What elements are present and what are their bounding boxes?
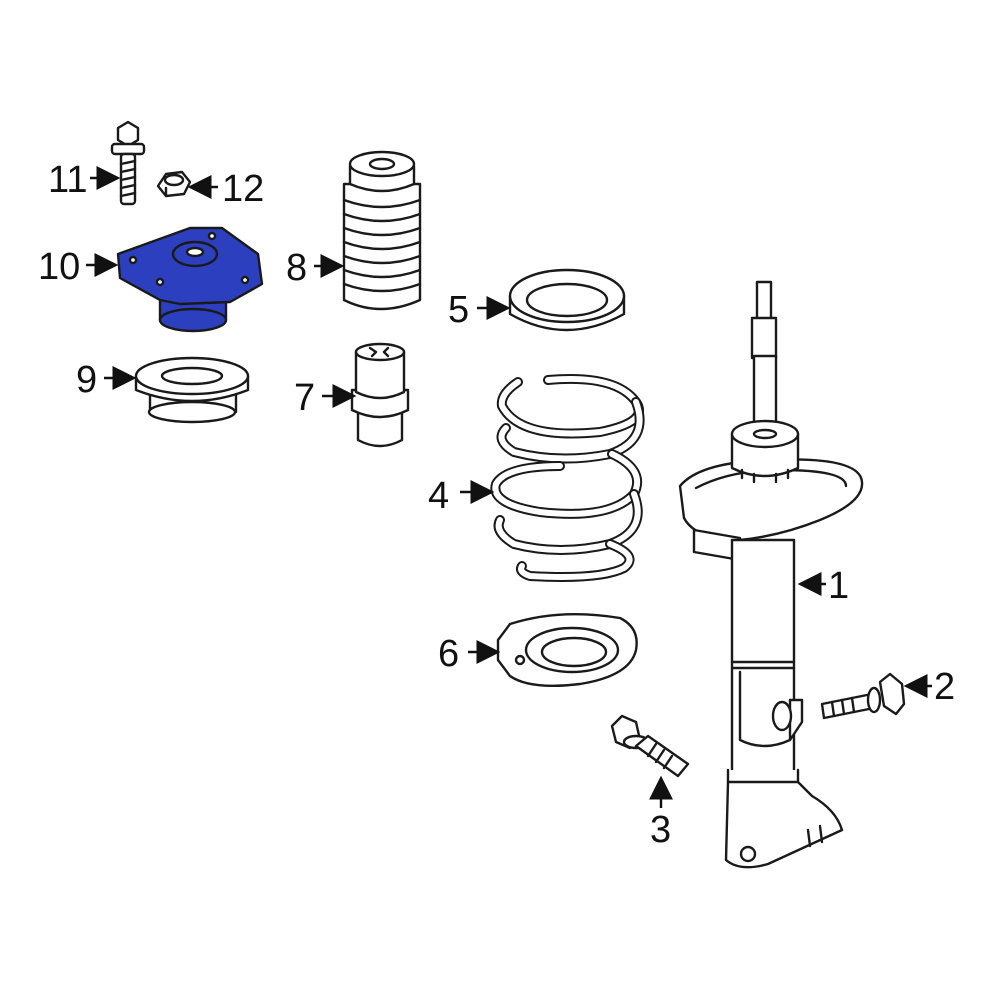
part-2-bolt[interactable] — [820, 672, 906, 720]
callout-10: 10 — [38, 246, 80, 288]
part-3-bolt[interactable] — [610, 714, 690, 778]
callout-arrows — [86, 166, 932, 808]
callout-4: 4 — [428, 475, 449, 517]
part-6-lower-spring-seat[interactable] — [496, 612, 638, 687]
part-10-strut-mount[interactable] — [116, 226, 264, 333]
callout-11: 11 — [48, 159, 87, 201]
part-1-strut-assembly[interactable] — [678, 280, 864, 869]
callout-7: 7 — [294, 377, 315, 419]
part-7-bump-stop[interactable] — [350, 342, 410, 448]
part-12-nut[interactable] — [156, 170, 192, 198]
part-8-dust-boot[interactable] — [342, 150, 422, 311]
callout-1: 1 — [828, 565, 849, 607]
callout-3: 3 — [650, 809, 671, 851]
part-4-coil-spring[interactable] — [490, 373, 645, 582]
part-9-bearing-ring[interactable] — [134, 356, 250, 424]
part-5-upper-spring-seat[interactable] — [508, 268, 626, 332]
callout-9: 9 — [76, 359, 97, 401]
callout-12: 12 — [222, 168, 264, 210]
callout-5: 5 — [448, 289, 469, 331]
callout-8: 8 — [286, 247, 307, 289]
callout-6: 6 — [438, 633, 459, 675]
part-11-bolt[interactable] — [110, 120, 146, 206]
callout-2: 2 — [934, 666, 955, 708]
